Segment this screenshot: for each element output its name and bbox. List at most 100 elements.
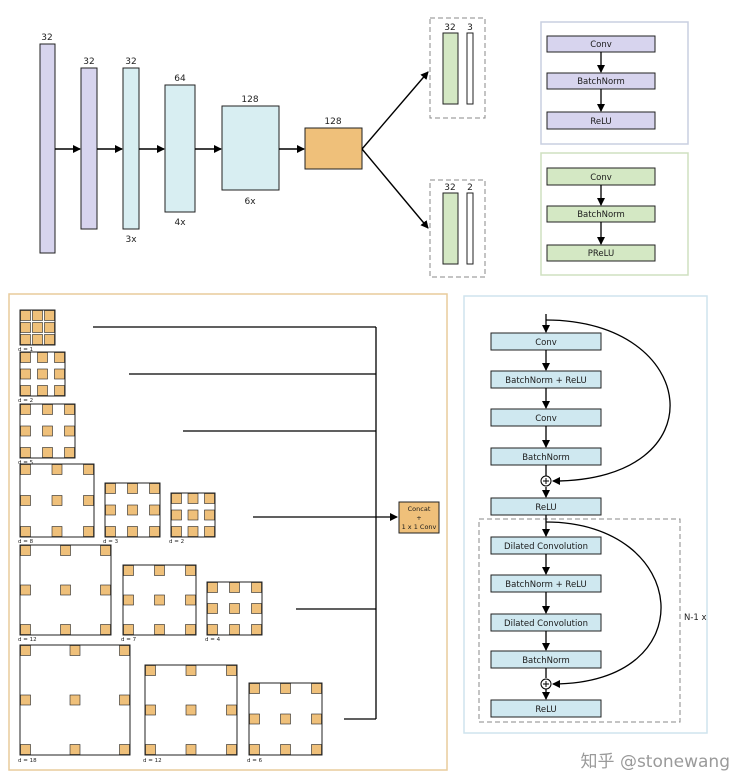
kernel-cell-d4-0-1 <box>229 582 240 593</box>
kernel-label-d4: d = 4 <box>205 637 221 643</box>
kernel-cell-d1-1-1 <box>32 322 43 333</box>
kernel-d3 <box>104 482 161 538</box>
kernel-cell-d12b-0-2 <box>226 665 237 676</box>
kernel-cell-d7-0-2 <box>185 565 196 576</box>
legend-cbp-conv-label: Conv <box>590 173 612 183</box>
skip-curve-1 <box>545 319 671 485</box>
kernel-cell-d4-2-1 <box>229 624 240 635</box>
res-conv-2-label: Conv <box>535 414 557 424</box>
encoder-label-6: 128 <box>324 117 341 127</box>
kernel-cell-d2b-2-0 <box>171 526 182 537</box>
kernel-cell-d18-2-2 <box>119 744 130 755</box>
res-bnrelu-2-label: BatchNorm + ReLU <box>505 580 586 590</box>
head-lower-label-b: 2 <box>467 183 473 193</box>
kernel-cell-d6-1-0 <box>249 713 260 725</box>
encoder-block-5 <box>221 105 280 191</box>
encoder-label-5: 128 <box>241 95 258 105</box>
watermark: 知乎 @stonewang <box>580 752 730 772</box>
res-bn-2-label: BatchNorm <box>522 656 570 666</box>
kernel-cell-d2b-0-0 <box>171 493 182 504</box>
kernel-cell-d5-0-0 <box>20 404 31 415</box>
kernel-cell-d12b-1-1 <box>185 704 197 716</box>
kernel-d6 <box>248 682 323 756</box>
head-lower-label-a: 32 <box>444 183 455 193</box>
kernel-cell-d12-2-2 <box>100 624 111 635</box>
concat-label-3: 1 x 1 Conv <box>402 523 437 531</box>
kernel-cell-d7-2-0 <box>123 624 134 635</box>
kernel-cell-d4-0-2 <box>251 582 262 593</box>
kernel-cell-d12-1-1 <box>60 584 71 596</box>
kernel-cell-d7-0-1 <box>154 565 165 576</box>
skip-curve-2 <box>545 521 662 688</box>
adder-2-plus <box>543 681 549 687</box>
kernel-cells <box>20 310 322 755</box>
kernel-cell-d3-2-0 <box>105 526 116 537</box>
kernel-cell-d4-2-0 <box>207 624 218 635</box>
concat-label-1: Concat <box>408 505 431 513</box>
res-bnrelu-1-label: BatchNorm + ReLU <box>505 376 586 386</box>
kernel-d12b <box>144 664 238 756</box>
kernel-cell-d5-2-1 <box>42 447 53 458</box>
kernel-cell-d12b-2-1 <box>185 744 197 755</box>
encoder: 32 32 32 64 128 128 3x 4x 6x <box>39 33 429 254</box>
split-arrow-down <box>361 148 429 229</box>
kernel-cell-d6-0-0 <box>249 683 260 694</box>
kernel-cell-d8-2-0 <box>20 526 31 537</box>
kernel-label-d12b: d = 12 <box>143 758 162 764</box>
kernel-cell-d3-2-1 <box>127 526 138 537</box>
kernel-label-d8: d = 8 <box>18 539 34 545</box>
kernel-cell-d1-0-0 <box>20 310 31 321</box>
kernel-cell-d3-0-0 <box>105 483 116 494</box>
kernel-d5 <box>19 403 76 459</box>
res-relu-2-label: ReLU <box>535 705 556 715</box>
kernel-cell-d6-1-1 <box>280 713 291 725</box>
concat-box <box>398 501 440 534</box>
kernel-cell-d3-1-0 <box>105 504 116 516</box>
encoder-repeat-5: 6x <box>244 197 256 207</box>
kernel-cell-d18-0-2 <box>119 645 130 656</box>
kernel-cell-d7-1-1 <box>154 594 165 606</box>
kernel-cell-d5-1-0 <box>20 425 31 437</box>
kernel-cell-d18-1-2 <box>119 694 130 706</box>
kernel-cell-d1-2-2 <box>44 334 55 345</box>
kernel-cell-d7-2-2 <box>185 624 196 635</box>
head-lower-frame <box>429 179 486 278</box>
kernel-cell-d2b-0-1 <box>187 493 199 504</box>
res-dilated-2-label: Dilated Convolution <box>504 619 588 629</box>
kernel-label-d6: d = 6 <box>247 758 263 764</box>
kernel-cell-d6-0-2 <box>311 683 322 694</box>
encoder-block-2 <box>80 67 98 230</box>
legend-cbp-prelu-label: PReLU <box>588 249 614 259</box>
res-bn-1-label: BatchNorm <box>522 453 570 463</box>
head-upper-frame <box>429 17 486 119</box>
residual-panel: Conv BatchNorm + ReLU Conv BatchNorm ReL… <box>463 295 708 734</box>
encoder-block-3 <box>122 67 140 230</box>
kernel-cell-d8-0-0 <box>20 464 31 475</box>
kernel-cell-d5-0-2 <box>64 404 75 415</box>
kernel-cell-d2b-2-1 <box>187 526 199 537</box>
kernel-cell-d4-0-0 <box>207 582 218 593</box>
kernel-cell-d1-0-1 <box>32 310 43 321</box>
kernel-cell-d12b-1-0 <box>145 704 156 716</box>
kernel-d7 <box>122 564 197 636</box>
encoder-repeat-4: 4x <box>174 218 186 228</box>
residual-panel-frame <box>463 295 708 734</box>
kernel-cell-d7-2-1 <box>154 624 165 635</box>
kernel-cell-d6-2-0 <box>249 744 260 755</box>
kernel-cell-d8-1-1 <box>51 495 63 506</box>
head-lower-bar-a <box>442 192 459 265</box>
kernel-cell-d2-2-1 <box>37 385 48 396</box>
kernel-cell-d8-1-2 <box>83 495 94 506</box>
kernel-cell-d12-1-2 <box>100 584 111 596</box>
kernel-cell-d8-2-1 <box>51 526 63 537</box>
encoder-block-6 <box>304 127 363 170</box>
kernel-cell-d2b-1-2 <box>204 509 215 521</box>
kernel-cell-d7-1-2 <box>185 594 196 606</box>
repeat-label: N-1 x <box>684 613 707 623</box>
kernel-d4 <box>206 581 263 636</box>
kernel-d18 <box>19 644 131 756</box>
kernel-cell-d12-2-0 <box>20 624 31 635</box>
kernel-cell-d8-0-1 <box>51 464 63 475</box>
adder-1-plus <box>543 478 549 484</box>
